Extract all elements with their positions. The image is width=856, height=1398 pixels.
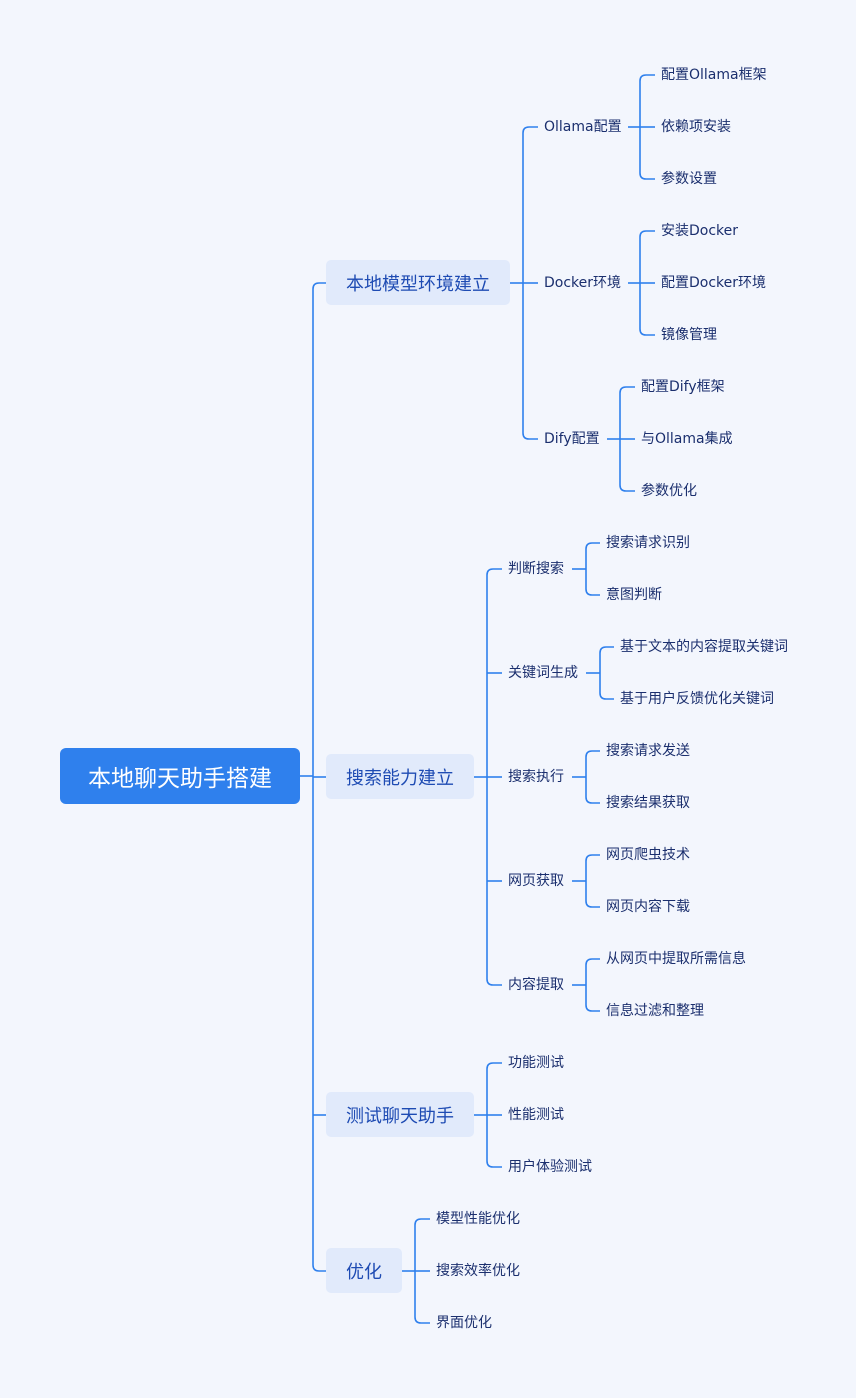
- ollama-connector-branch-0: [639, 74, 655, 127]
- leaf-node[interactable]: 网页爬虫技术: [606, 847, 690, 863]
- leaf-node[interactable]: 依赖项安装: [661, 119, 731, 135]
- leaf-node[interactable]: 网页内容下载: [606, 899, 690, 915]
- dify-connector-branch-2: [619, 439, 635, 492]
- keyword-connector-branch-0: [599, 646, 614, 673]
- topic-webpage-fetch[interactable]: 网页获取: [508, 873, 564, 889]
- leaf-node[interactable]: 参数优化: [641, 483, 697, 499]
- execute-connector-branch-1: [585, 777, 600, 804]
- fetch-connector-branch-1: [585, 881, 600, 908]
- topic-dify-config[interactable]: Dify配置: [544, 431, 600, 447]
- ollama-connector-branch-2: [639, 127, 655, 180]
- branch-search-capability[interactable]: 搜索能力建立: [326, 754, 474, 799]
- leaf-node[interactable]: 配置Docker环境: [661, 275, 767, 291]
- extract-connector-branch-0: [585, 958, 600, 985]
- branch2-connector-branch-0: [486, 1062, 502, 1115]
- root-node[interactable]: 本地聊天助手搭建: [60, 748, 300, 804]
- topic-keyword-generation[interactable]: 关键词生成: [508, 665, 578, 681]
- branch0-connector-branch-2: [522, 283, 538, 440]
- branch-optimization[interactable]: 优化: [326, 1248, 402, 1293]
- topic-ux-test[interactable]: 用户体验测试: [508, 1159, 592, 1175]
- leaf-node[interactable]: 基于文本的内容提取关键词: [620, 639, 788, 655]
- leaf-node[interactable]: 配置Dify框架: [641, 379, 725, 395]
- judge-connector-branch-1: [585, 569, 600, 596]
- fetch-connector-branch-0: [585, 854, 600, 881]
- branch1-connector-branch-4: [486, 777, 502, 986]
- topic-search-execution[interactable]: 搜索执行: [508, 769, 564, 785]
- leaf-node[interactable]: 搜索请求发送: [606, 743, 690, 759]
- docker-connector-branch-2: [639, 283, 655, 336]
- topic-ui-optimization[interactable]: 界面优化: [436, 1315, 492, 1331]
- dify-connector-branch-0: [619, 386, 635, 439]
- docker-connector-branch-0: [639, 230, 655, 283]
- branch2-connector-branch-2: [486, 1115, 502, 1168]
- topic-search-optimization[interactable]: 搜索效率优化: [436, 1263, 520, 1279]
- leaf-node[interactable]: 从网页中提取所需信息: [606, 951, 746, 967]
- root-connector-branch-3: [312, 776, 326, 1272]
- topic-content-extraction[interactable]: 内容提取: [508, 977, 564, 993]
- leaf-node[interactable]: 参数设置: [661, 171, 717, 187]
- branch-test-assistant[interactable]: 测试聊天助手: [326, 1092, 474, 1137]
- leaf-node[interactable]: 与Ollama集成: [641, 431, 733, 447]
- judge-connector-branch-0: [585, 542, 600, 569]
- leaf-node[interactable]: 基于用户反馈优化关键词: [620, 691, 774, 707]
- root-connector-branch-0: [312, 282, 326, 776]
- branch1-connector-branch-0: [486, 568, 502, 777]
- branch0-connector-branch-0: [522, 126, 538, 283]
- branch3-connector-branch-2: [414, 1271, 430, 1324]
- branch-local-model-env[interactable]: 本地模型环境建立: [326, 260, 510, 305]
- topic-judge-search[interactable]: 判断搜索: [508, 561, 564, 577]
- topic-ollama-config[interactable]: Ollama配置: [544, 119, 622, 135]
- leaf-node[interactable]: 信息过滤和整理: [606, 1003, 704, 1019]
- topic-function-test[interactable]: 功能测试: [508, 1055, 564, 1071]
- branch3-connector-branch-0: [414, 1218, 430, 1271]
- extract-connector-branch-1: [585, 985, 600, 1012]
- leaf-node[interactable]: 搜索结果获取: [606, 795, 690, 811]
- topic-performance-test[interactable]: 性能测试: [508, 1107, 564, 1123]
- leaf-node[interactable]: 安装Docker: [661, 223, 739, 239]
- leaf-node[interactable]: 配置Ollama框架: [661, 67, 767, 83]
- execute-connector-branch-0: [585, 750, 600, 777]
- leaf-node[interactable]: 意图判断: [606, 587, 662, 603]
- topic-docker-env[interactable]: Docker环境: [544, 275, 622, 291]
- leaf-node[interactable]: 镜像管理: [661, 327, 717, 343]
- topic-model-optimization[interactable]: 模型性能优化: [436, 1211, 520, 1227]
- keyword-connector-branch-1: [599, 673, 614, 700]
- leaf-node[interactable]: 搜索请求识别: [606, 535, 690, 551]
